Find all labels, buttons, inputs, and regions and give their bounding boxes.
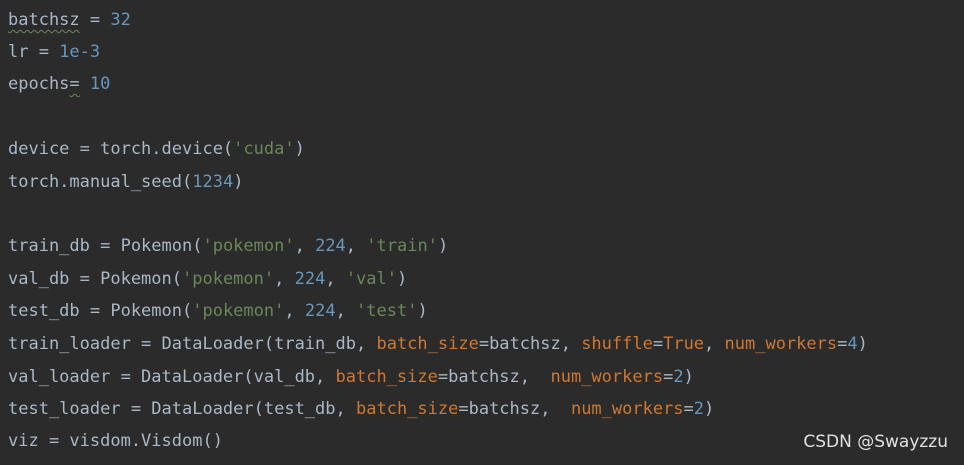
- code-token-plain: ): [397, 269, 408, 289]
- code-token-number: 4: [847, 334, 858, 354]
- code-line[interactable]: val_loader = DataLoader(val_db, batch_si…: [8, 363, 694, 391]
- code-token-plain: ): [857, 334, 868, 354]
- code-token-plain: ,: [325, 269, 346, 289]
- code-token-plain: ): [417, 301, 428, 321]
- code-token-plain: train_loader = DataLoader(train_db,: [8, 334, 377, 354]
- code-token-plain: ,: [294, 236, 316, 256]
- code-token-number: 1234: [192, 172, 234, 192]
- code-token-plain: val_loader = DataLoader(val_db,: [8, 367, 336, 387]
- code-line[interactable]: test_db = Pokemon('pokemon', 224, 'test'…: [8, 297, 428, 325]
- code-token-string: 'test': [356, 301, 418, 321]
- code-token-string: 'cuda': [233, 139, 295, 159]
- code-line[interactable]: train_loader = DataLoader(train_db, batc…: [8, 330, 868, 358]
- code-token-kwarg: batch_size: [335, 367, 438, 387]
- code-token-plain: ): [683, 367, 694, 387]
- code-token-plain: =batchsz,: [437, 367, 551, 387]
- code-token-number: 32: [110, 10, 131, 30]
- code-token-kwarg: batch_size: [356, 399, 459, 419]
- code-token-number: 224: [294, 269, 326, 289]
- code-token-plain: test_loader = DataLoader(test_db,: [8, 399, 356, 419]
- code-token-plain: =: [663, 367, 674, 387]
- code-line[interactable]: lr = 1e-3: [8, 38, 100, 66]
- code-token-plain: ,: [704, 334, 725, 354]
- code-token-kwarg: num_workers: [550, 367, 664, 387]
- code-line[interactable]: batchsz = 32: [8, 6, 131, 34]
- code-token-plain: [80, 74, 90, 94]
- code-token-plain: =: [652, 334, 664, 354]
- code-token-kwarg: num_workers: [724, 334, 838, 354]
- code-line[interactable]: test_loader = DataLoader(test_db, batch_…: [8, 395, 714, 423]
- code-line[interactable]: torch.manual_seed(1234): [8, 168, 243, 196]
- code-token-plain: ): [294, 139, 305, 159]
- code-token-plain: device = torch.device(: [8, 139, 234, 159]
- code-token-kw: True: [663, 334, 705, 354]
- code-token-plain: test_db = Pokemon(: [8, 301, 193, 321]
- code-token-plain: =: [69, 74, 80, 94]
- code-token-string: 'pokemon': [192, 301, 285, 321]
- code-token-plain: ,: [274, 269, 295, 289]
- code-token-plain: =: [837, 334, 848, 354]
- code-token-string: 'pokemon': [202, 236, 295, 256]
- code-token-number: 224: [304, 301, 336, 321]
- code-token-kwarg: num_workers: [570, 399, 684, 419]
- code-token-number: 10: [89, 74, 111, 94]
- code-token-plain: viz = visdom.Visdom(): [8, 431, 223, 451]
- code-token-plain: ,: [345, 236, 367, 256]
- code-token-plain: =: [79, 10, 111, 30]
- code-token-number: 1e-3: [59, 42, 101, 62]
- code-token-number: 224: [315, 236, 346, 256]
- code-token-plain: torch.manual_seed(: [8, 172, 193, 192]
- code-token-plain: ,: [284, 301, 305, 321]
- code-line[interactable]: train_db = Pokemon('pokemon', 224, 'trai…: [8, 232, 448, 260]
- code-token-plain: train_db = Pokemon(: [8, 236, 203, 256]
- code-token-number: 2: [693, 399, 705, 419]
- code-token-string: 'train': [366, 236, 438, 256]
- code-token-string: 'val': [345, 269, 397, 289]
- code-token-plain: ): [704, 399, 715, 419]
- code-token-plain: =batchsz,: [458, 399, 571, 419]
- code-token-plain: =: [683, 399, 694, 419]
- code-line[interactable]: val_db = Pokemon('pokemon', 224, 'val'): [8, 265, 407, 293]
- code-line[interactable]: device = torch.device('cuda'): [8, 135, 305, 163]
- code-token-number: 2: [673, 367, 684, 387]
- code-token-plain: ): [233, 172, 244, 192]
- code-token-plain: batchsz: [8, 10, 80, 30]
- code-token-plain: ): [437, 236, 449, 256]
- code-token-kwarg: batch_size: [376, 334, 479, 354]
- code-token-plain: val_db = Pokemon(: [8, 269, 182, 289]
- code-line[interactable]: viz = visdom.Visdom(): [8, 427, 223, 455]
- code-line[interactable]: epochs= 10: [8, 70, 110, 98]
- watermark: CSDN @Swayzzu: [803, 432, 948, 452]
- code-token-plain: =batchsz,: [478, 334, 582, 354]
- code-token-string: 'pokemon': [182, 269, 275, 289]
- code-token-plain: lr =: [8, 42, 60, 62]
- code-token-plain: ,: [335, 301, 357, 321]
- code-token-plain: epochs: [8, 74, 70, 94]
- code-token-kwarg: shuffle: [581, 334, 653, 354]
